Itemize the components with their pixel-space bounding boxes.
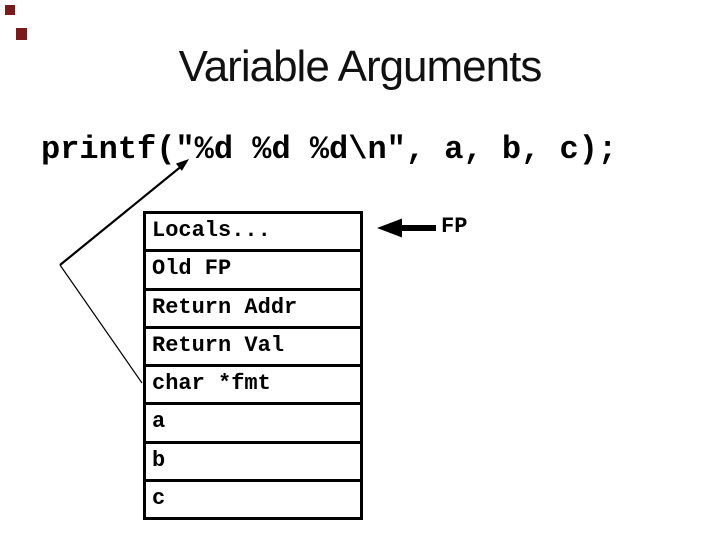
theme-ornament-square-top bbox=[5, 5, 15, 15]
stack-row: a bbox=[146, 402, 360, 440]
stack-row-label: a bbox=[152, 409, 166, 435]
stack-row-label: Old FP bbox=[152, 256, 232, 282]
stack-row-label: b bbox=[152, 447, 166, 473]
stack-row-label: Return Val bbox=[152, 332, 285, 358]
stack-row-label: char *fmt bbox=[152, 371, 271, 396]
stack-row-label: Locals... bbox=[152, 218, 271, 243]
stack-row: c bbox=[146, 478, 360, 517]
stack-row: char *fmt bbox=[146, 364, 360, 402]
stack-row-label: c bbox=[152, 485, 166, 511]
fp-arrow-icon bbox=[377, 218, 436, 238]
stack-row: b bbox=[146, 440, 360, 479]
fp-label: FP bbox=[441, 214, 468, 239]
code-line: printf("%d %d %d\n", a, b, c); bbox=[41, 131, 618, 168]
theme-ornament-square-bottom bbox=[16, 28, 27, 40]
slide-title: Variable Arguments bbox=[178, 42, 543, 91]
stack-row-label: Return Addr bbox=[152, 294, 298, 320]
stack-row: Locals... bbox=[146, 214, 360, 249]
stack-row: Old FP bbox=[146, 249, 360, 287]
stack-row: Return Addr bbox=[146, 287, 360, 326]
stack-row: Return Val bbox=[146, 325, 360, 364]
